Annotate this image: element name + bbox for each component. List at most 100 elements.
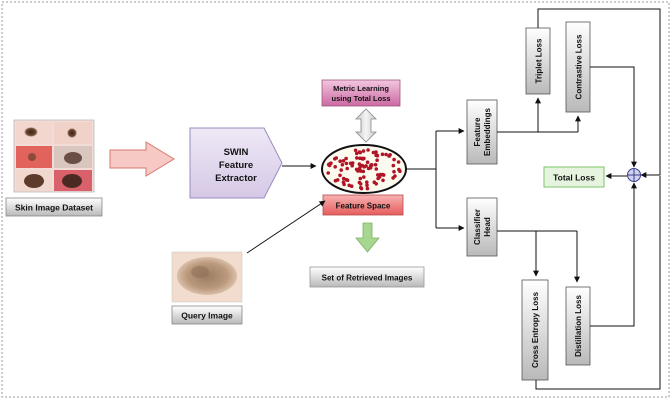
embedding-point xyxy=(391,176,395,180)
query-label: Query Image xyxy=(181,311,233,321)
embedding-point xyxy=(339,168,344,172)
embedding-point xyxy=(362,175,366,179)
embedding-point xyxy=(341,176,346,181)
embedding-point xyxy=(361,169,366,174)
class-loss-to-sum-lines xyxy=(535,176,661,390)
total-loss-box: Total Loss xyxy=(543,166,605,188)
embedding-point xyxy=(354,151,359,156)
swin-feature-extractor: SWIN Feature Extractor xyxy=(189,127,283,199)
retrieved-images-box: Set of Retrieved Images xyxy=(309,266,425,288)
embedding-point xyxy=(391,163,396,168)
swin-line-1: SWIN xyxy=(224,147,249,158)
feature-branch-lines xyxy=(406,128,465,231)
metric-line-2: using Total Loss xyxy=(331,94,390,103)
embedding-point xyxy=(347,183,352,188)
distillation-loss-label: Distillation Loss xyxy=(574,295,583,357)
metric-line-1: Metric Learning xyxy=(333,84,389,93)
query-label-box: Query Image xyxy=(171,305,243,325)
embedding-point xyxy=(365,183,369,187)
embedding-point xyxy=(354,167,359,172)
dataset-label-box: Skin Image Dataset xyxy=(5,197,103,217)
embedding-point xyxy=(358,182,363,186)
triplet-loss-box: Triplet Loss xyxy=(525,27,551,95)
embedding-point xyxy=(361,149,366,153)
embedding-point xyxy=(381,178,385,183)
embedding-point xyxy=(338,173,342,178)
embedding-point xyxy=(368,166,373,170)
embedding-point xyxy=(397,167,401,172)
embedding-point xyxy=(396,160,401,164)
embedding-point xyxy=(345,166,350,171)
embedding-point xyxy=(357,162,362,166)
classifier-loss-connectors xyxy=(497,230,580,283)
embedding-point xyxy=(361,157,365,161)
dataset-label: Skin Image Dataset xyxy=(15,203,93,213)
arrow-query-to-features xyxy=(246,200,326,254)
embedding-point xyxy=(338,159,343,163)
embedding-loss-connectors xyxy=(497,97,581,133)
total-loss-label: Total Loss xyxy=(553,173,595,183)
feature-embeddings-line-2: Embeddings xyxy=(483,107,492,156)
embedding-point xyxy=(378,172,383,177)
contrastive-loss-box: Contrastive Loss xyxy=(565,21,591,113)
embedding-point xyxy=(326,162,331,167)
feature-space-label: Feature Space xyxy=(336,202,391,211)
distillation-loss-box: Distillation Loss xyxy=(565,286,591,366)
classifier-head-line-1: Classifier xyxy=(473,209,482,245)
embedding-point xyxy=(365,180,369,184)
embedding-point xyxy=(359,186,364,191)
embedding-point xyxy=(387,154,391,158)
embedding-point xyxy=(344,177,349,182)
embedding-point xyxy=(333,165,338,169)
embedding-point xyxy=(358,176,363,181)
feature-embeddings-box: Feature Embeddings xyxy=(466,99,498,165)
embedding-point xyxy=(375,153,380,158)
embedding-point xyxy=(358,169,363,173)
input-arrow xyxy=(109,141,175,177)
classifier-head-box: Classifier Head xyxy=(466,197,498,257)
embedding-point xyxy=(341,180,346,184)
embedding-point xyxy=(344,156,348,161)
triplet-loss-label: Triplet Loss xyxy=(535,38,544,83)
feature-space-label-box: Feature Space xyxy=(322,194,404,216)
embedding-point xyxy=(365,186,370,191)
embedding-point xyxy=(366,148,370,152)
retrieved-label: Set of Retrieved Images xyxy=(322,274,413,283)
classifier-head-line-2: Head xyxy=(483,217,492,237)
cross-entropy-loss-label: Cross Entropy Loss xyxy=(531,291,540,368)
embedding-point xyxy=(380,152,385,157)
embedding-point xyxy=(333,178,338,183)
embedding-point xyxy=(372,180,377,184)
embedding-point xyxy=(365,160,370,164)
metric-loss-to-sum-lines xyxy=(537,8,661,178)
metric-learning-box: Metric Learning using Total Loss xyxy=(321,79,401,107)
embedding-point xyxy=(355,156,359,160)
feature-embeddings-line-1: Feature xyxy=(473,117,482,146)
embedding-point xyxy=(374,167,379,171)
embedding-point xyxy=(341,159,346,163)
embedding-point xyxy=(369,163,374,167)
circle-plus-icon xyxy=(627,168,641,182)
embedding-point xyxy=(350,163,355,168)
embedding-point xyxy=(326,171,331,175)
embedding-point xyxy=(371,150,376,155)
cross-entropy-loss-box: Cross Entropy Loss xyxy=(521,279,549,381)
skin-image-dataset xyxy=(13,119,95,193)
bidirectional-arrow xyxy=(355,108,377,143)
embedding-point xyxy=(373,162,378,167)
embedding-point xyxy=(344,161,349,166)
embedding-points xyxy=(326,148,402,191)
embedding-point xyxy=(353,148,358,153)
embedding-point xyxy=(357,150,362,154)
contrastive-loss-label: Contrastive Loss xyxy=(575,34,584,99)
embedding-point xyxy=(334,156,339,160)
swin-line-2: Feature xyxy=(219,160,253,171)
query-image xyxy=(171,251,243,303)
embedding-point xyxy=(362,165,367,169)
embedding-point xyxy=(392,169,396,174)
swin-line-3: Extractor xyxy=(215,173,257,184)
embedding-point xyxy=(392,157,396,162)
embedding-point xyxy=(375,158,379,162)
